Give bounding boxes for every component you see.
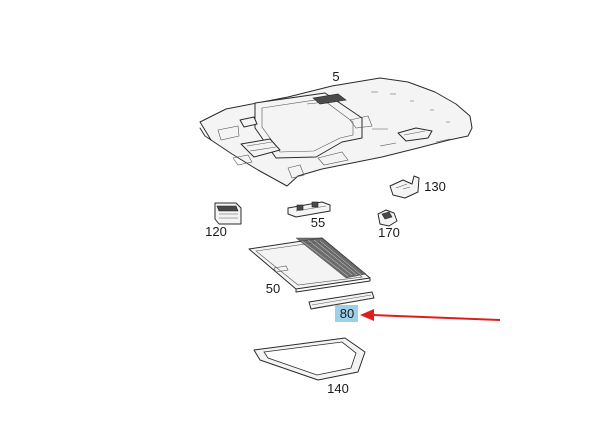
part-label-5: 5 [332,69,339,84]
part-label-170: 170 [378,225,400,240]
part-label-80: 80 [340,306,354,321]
clip-part-120 [214,202,242,225]
part-label-140: 140 [327,381,349,396]
rail-part-55 [287,201,331,218]
panel-part-50 [248,237,371,293]
bracket-part-130 [389,175,420,199]
strip-part-80 [308,291,375,310]
clip-part-170 [377,209,398,227]
frame-part-140 [253,337,366,381]
pointer-arrow [360,309,501,321]
part-label-50: 50 [266,281,280,296]
headliner-part-5 [199,77,473,187]
highlight-box-80 [335,305,358,322]
part-label-130: 130 [424,179,446,194]
part-label-55: 55 [311,215,325,230]
part-label-120: 120 [205,224,227,239]
